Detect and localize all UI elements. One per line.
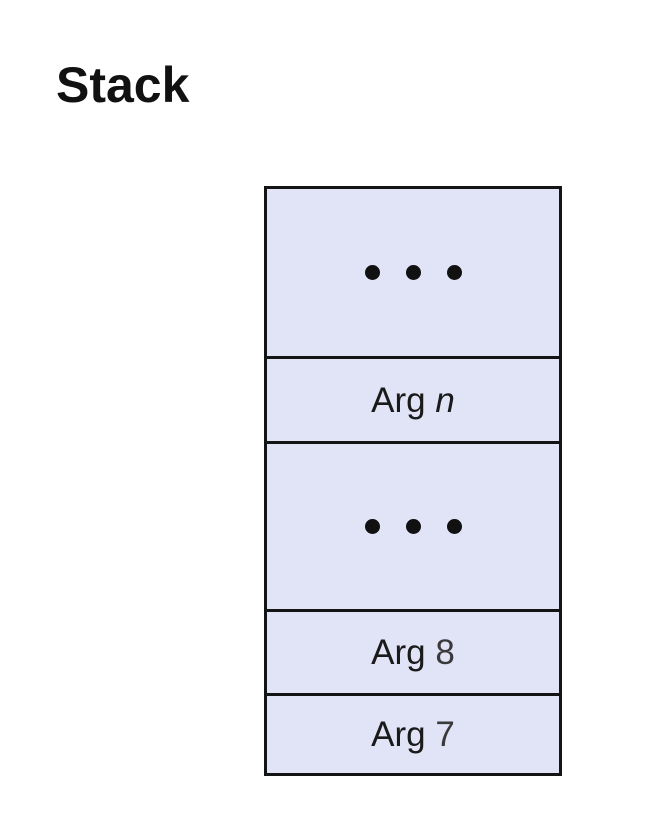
arg-label: Arg n — [371, 380, 455, 420]
arg-label: Arg 8 — [371, 633, 455, 672]
stack-cell-arg-7: Arg 7 — [267, 693, 559, 773]
stack-diagram: Arg n Arg 8 Arg 7 — [264, 186, 562, 776]
stack-cell-ellipsis-top — [267, 189, 559, 356]
arg-label: Arg 7 — [371, 715, 455, 754]
page-title: Stack — [56, 57, 190, 113]
stack-cell-arg-n: Arg n — [267, 356, 559, 441]
stack-cell-arg-8: Arg 8 — [267, 609, 559, 693]
stack-cell-ellipsis-middle — [267, 441, 559, 609]
ellipsis-icon — [364, 519, 462, 534]
ellipsis-icon — [364, 265, 462, 280]
